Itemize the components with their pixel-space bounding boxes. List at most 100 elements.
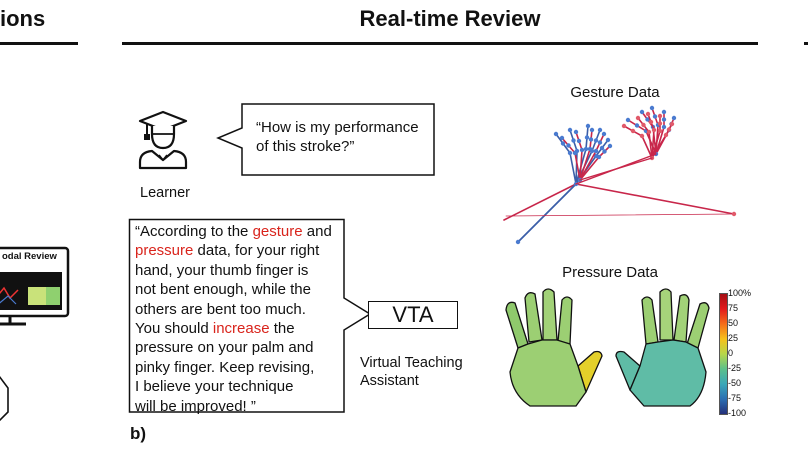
- skeleton-joint: [649, 105, 655, 111]
- skeleton-bone: [579, 156, 600, 181]
- skeleton-joint: [599, 145, 605, 151]
- skeleton-joint: [641, 122, 646, 128]
- skeleton-bone: [574, 152, 581, 181]
- skeleton-joint: [666, 127, 672, 132]
- colorbar-tick-label: 75: [728, 303, 739, 313]
- feedback-line: hand, your thumb finger is: [135, 261, 332, 280]
- skeleton-joint: [597, 140, 603, 145]
- skeleton-joint: [588, 137, 594, 142]
- skeleton-joint: [639, 109, 645, 115]
- skeleton-joint: [657, 121, 663, 126]
- highlighted-term: gesture: [252, 223, 303, 240]
- skeleton-joint: [596, 154, 602, 160]
- skeleton-joint: [639, 133, 645, 139]
- skeleton-bone: [651, 129, 655, 159]
- right-palm: [629, 339, 707, 407]
- skeleton-bone: [579, 157, 653, 181]
- highlighted-term: pressure: [135, 242, 194, 260]
- skeleton-joint: [645, 111, 651, 117]
- colorbar-tick-label: -25: [728, 363, 742, 373]
- feedback-text-segment: pinky finger. Keep revising,: [135, 358, 315, 376]
- skeleton-bone: [575, 183, 735, 215]
- skeleton-bone: [648, 131, 653, 159]
- skeleton-joint: [589, 127, 595, 133]
- skeleton-joint: [669, 121, 675, 127]
- feedback-line: not bent enough, while the: [135, 280, 332, 299]
- skeleton-bone: [517, 183, 577, 243]
- feedback-text-segment: “According to the: [135, 223, 253, 240]
- page-title: Real-time Review: [359, 6, 541, 31]
- skeleton-joint: [587, 146, 593, 152]
- skeleton-bone: [579, 149, 583, 181]
- skeleton-bone: [569, 152, 577, 185]
- colorbar-tick-label: -50: [728, 378, 742, 388]
- right-ring: [673, 294, 690, 343]
- feedback-text-segment: You should: [135, 320, 213, 338]
- feedback-line: will be improved! ”: [135, 397, 332, 416]
- skeleton-joint: [625, 117, 631, 123]
- feedback-text-segment: I believe your technique: [135, 378, 294, 396]
- skeleton-joint: [731, 211, 737, 217]
- skeleton-joint: [601, 131, 607, 137]
- skeleton-bone: [651, 130, 661, 159]
- skeleton-joint: [634, 123, 640, 128]
- skeleton-bone: [503, 183, 577, 221]
- colorbar-tick-label: 25: [728, 333, 739, 343]
- feedback-line: pressure data, for your right: [135, 241, 332, 260]
- feedback-line: pinky finger. Keep revising,: [135, 358, 332, 377]
- left-title-rule: [0, 42, 78, 45]
- skeleton-joint: [584, 135, 590, 140]
- skeleton-joint: [571, 138, 576, 143]
- skeleton-joint: [645, 117, 650, 122]
- graduate-student-icon: [138, 110, 188, 170]
- right-hand-pressure-map: [615, 288, 710, 407]
- skeleton-joint: [515, 239, 521, 245]
- vta-label: VTA: [392, 302, 434, 327]
- skeleton-bone: [579, 148, 591, 181]
- skeleton-joint: [559, 135, 565, 141]
- skeleton-joint: [573, 129, 579, 135]
- feedback-text-segment: others are bent too much.: [135, 300, 306, 318]
- skeleton-joint: [657, 128, 663, 134]
- highlighted-term: increase: [212, 320, 270, 338]
- right-middle: [659, 288, 674, 341]
- skeleton-joint: [583, 146, 589, 152]
- gesture-data-plot: [503, 105, 737, 245]
- feedback-text-segment: not bent enough, while the: [135, 281, 311, 299]
- colorbar-tick-label: -75: [728, 393, 742, 403]
- skeleton-bone: [579, 150, 597, 181]
- skeleton-joint: [607, 143, 613, 149]
- question-line: “How is my performance: [256, 119, 419, 136]
- skeleton-joint: [602, 149, 607, 154]
- skeleton-joint: [597, 127, 603, 133]
- feedback-speech-bubble: [128, 218, 372, 413]
- skeleton-bone: [641, 135, 653, 159]
- skeleton-joint: [661, 109, 667, 115]
- skeleton-joint: [630, 128, 636, 134]
- left-pinky: [505, 301, 529, 349]
- gesture-data-title: Gesture Data: [570, 84, 660, 101]
- skeleton-joint: [593, 148, 599, 154]
- skeleton-bone: [505, 213, 735, 217]
- skeleton-joint: [585, 123, 591, 129]
- skeleton-bone: [575, 150, 578, 185]
- colorbar-tick-label: 50: [728, 318, 739, 328]
- vta-caption: Virtual Teaching Assistant: [360, 354, 463, 390]
- feedback-text-segment: pressure on your palm and: [135, 339, 314, 357]
- left-middle: [542, 288, 558, 341]
- feedback-line: I believe your technique: [135, 377, 332, 396]
- skeleton-joint: [560, 141, 566, 146]
- vta-caption-line: Virtual Teaching: [360, 355, 463, 371]
- left-index: [557, 296, 573, 345]
- right-pinky: [686, 302, 710, 349]
- feedback-text-segment: and: [302, 223, 332, 240]
- skeleton-joint: [593, 138, 599, 143]
- skeleton-joint: [553, 131, 559, 137]
- feedback-text-segment: will be improved! ”: [135, 397, 256, 415]
- left-section-title: ions: [0, 6, 46, 31]
- skeleton-joint: [663, 132, 669, 138]
- skeleton-joint: [621, 123, 627, 129]
- feedback-line: others are bent too much.: [135, 300, 332, 319]
- skeleton-joint: [567, 127, 573, 133]
